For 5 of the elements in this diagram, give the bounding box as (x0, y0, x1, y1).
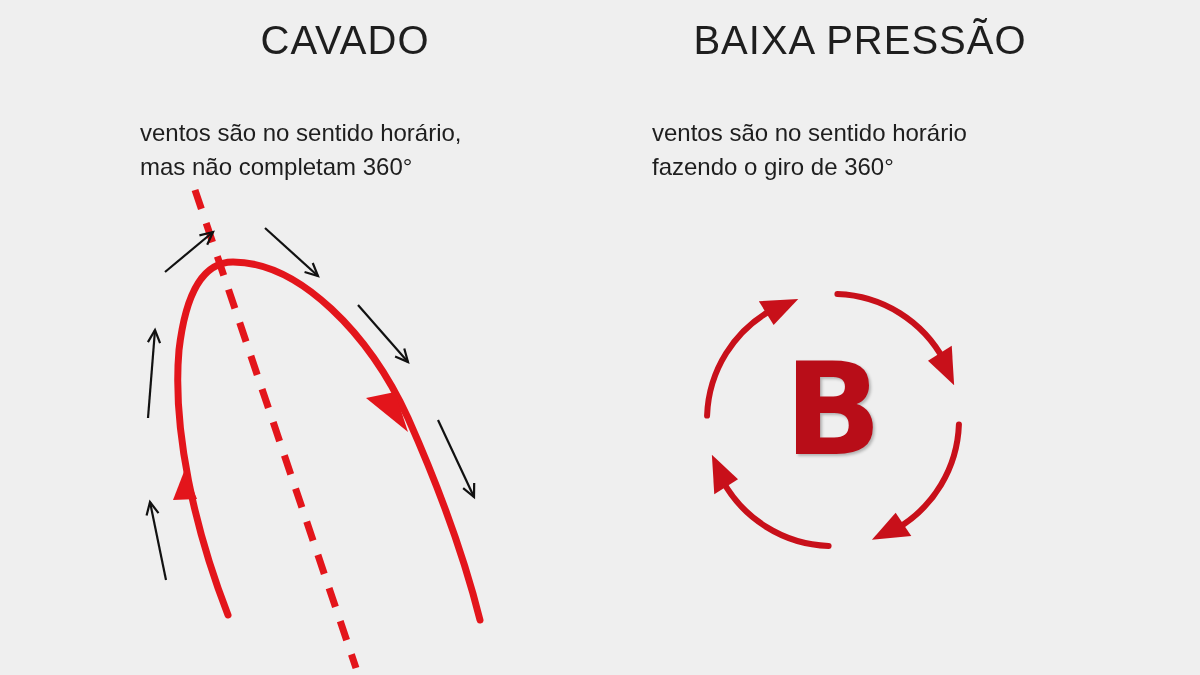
heading: CAVADO (260, 18, 430, 63)
heading: BAIXA PRESSÃO (693, 18, 1027, 63)
pressure-letter: B (784, 346, 882, 474)
description-text: ventos são no sentido horário, mas não completam 360° (140, 118, 463, 182)
description-text: ventos são no sentido horário fazendo o giro de 360° (652, 118, 968, 182)
